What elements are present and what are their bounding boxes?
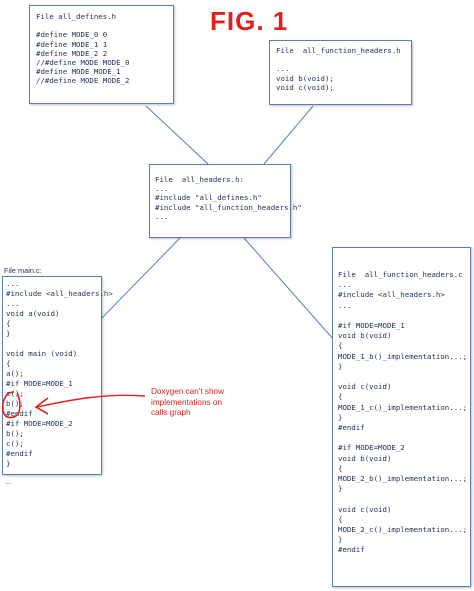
connector-headers-main: [99, 237, 181, 321]
connector-defines-headers: [145, 105, 209, 165]
doxygen-annotation: Doxygen can't show implementations on ca…: [151, 387, 225, 418]
all-headers-code: File all_headers.h: ... #include "all_de…: [155, 175, 302, 221]
pointer-arrow-head: [34, 397, 49, 415]
box-all-headers: File all_headers.h: ... #include "all_de…: [149, 164, 302, 238]
box-function-headers-h: File all_function_headers.h ... void b(v…: [269, 40, 412, 105]
pointer-arrow-line: [36, 394, 146, 408]
all-defines-code: File all_defines.h #define MODE_0 0 #def…: [36, 12, 130, 86]
highlight-circle: [2, 391, 21, 419]
figure-title: FIG. 1: [210, 6, 289, 36]
main-c-code: ... #include <all_headers.h> ... void a(…: [6, 279, 113, 468]
function-headers-h-code: File all_function_headers.h ... void b(v…: [276, 46, 401, 92]
box-function-headers-c: File all_function_headers.c ... #include…: [332, 247, 471, 587]
connector-funcheaders-headers: [263, 105, 314, 165]
main-c-ellipsis: ...: [5, 477, 12, 486]
box-all-defines: File all_defines.h #define MODE_0 0 #def…: [29, 5, 174, 104]
connector-headers-funcimpl: [243, 237, 335, 341]
function-headers-c-code: File all_function_headers.c ... #include…: [338, 270, 468, 555]
box-main-c: ... #include <all_headers.h> ... void a(…: [2, 276, 113, 475]
main-c-label: File main.c:: [4, 266, 42, 275]
